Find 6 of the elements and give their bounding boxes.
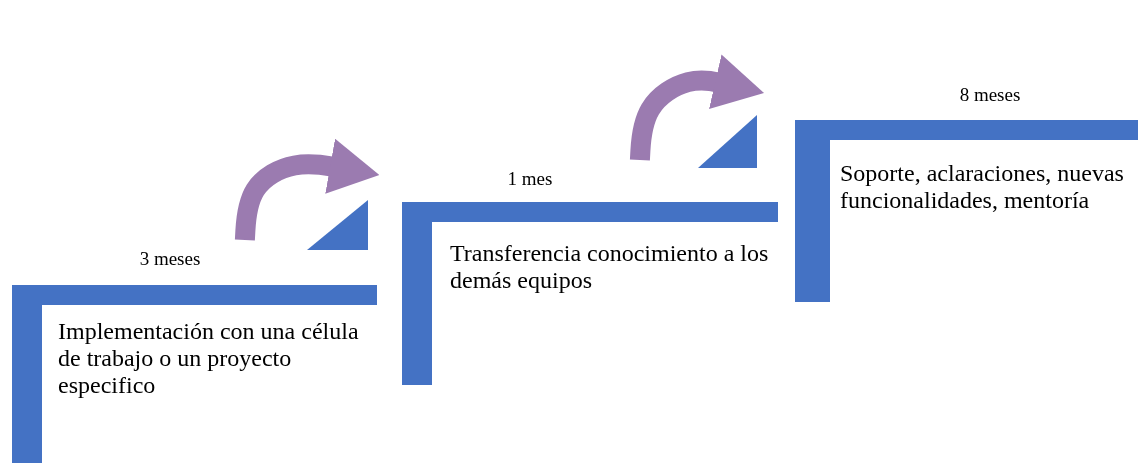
duration-label: 8 meses — [959, 84, 1021, 106]
duration-label: 1 mes — [507, 168, 553, 190]
duration-label: 3 meses — [139, 248, 201, 270]
step-text: Transferencia conocimiento a los demás equipos — [450, 240, 770, 294]
step-text: Soporte, aclaraciones, nuevas funcionalidades, mentoría — [840, 160, 1125, 214]
step-text: Implementación con una célula de trabajo o un proyecto especifico — [58, 318, 360, 399]
